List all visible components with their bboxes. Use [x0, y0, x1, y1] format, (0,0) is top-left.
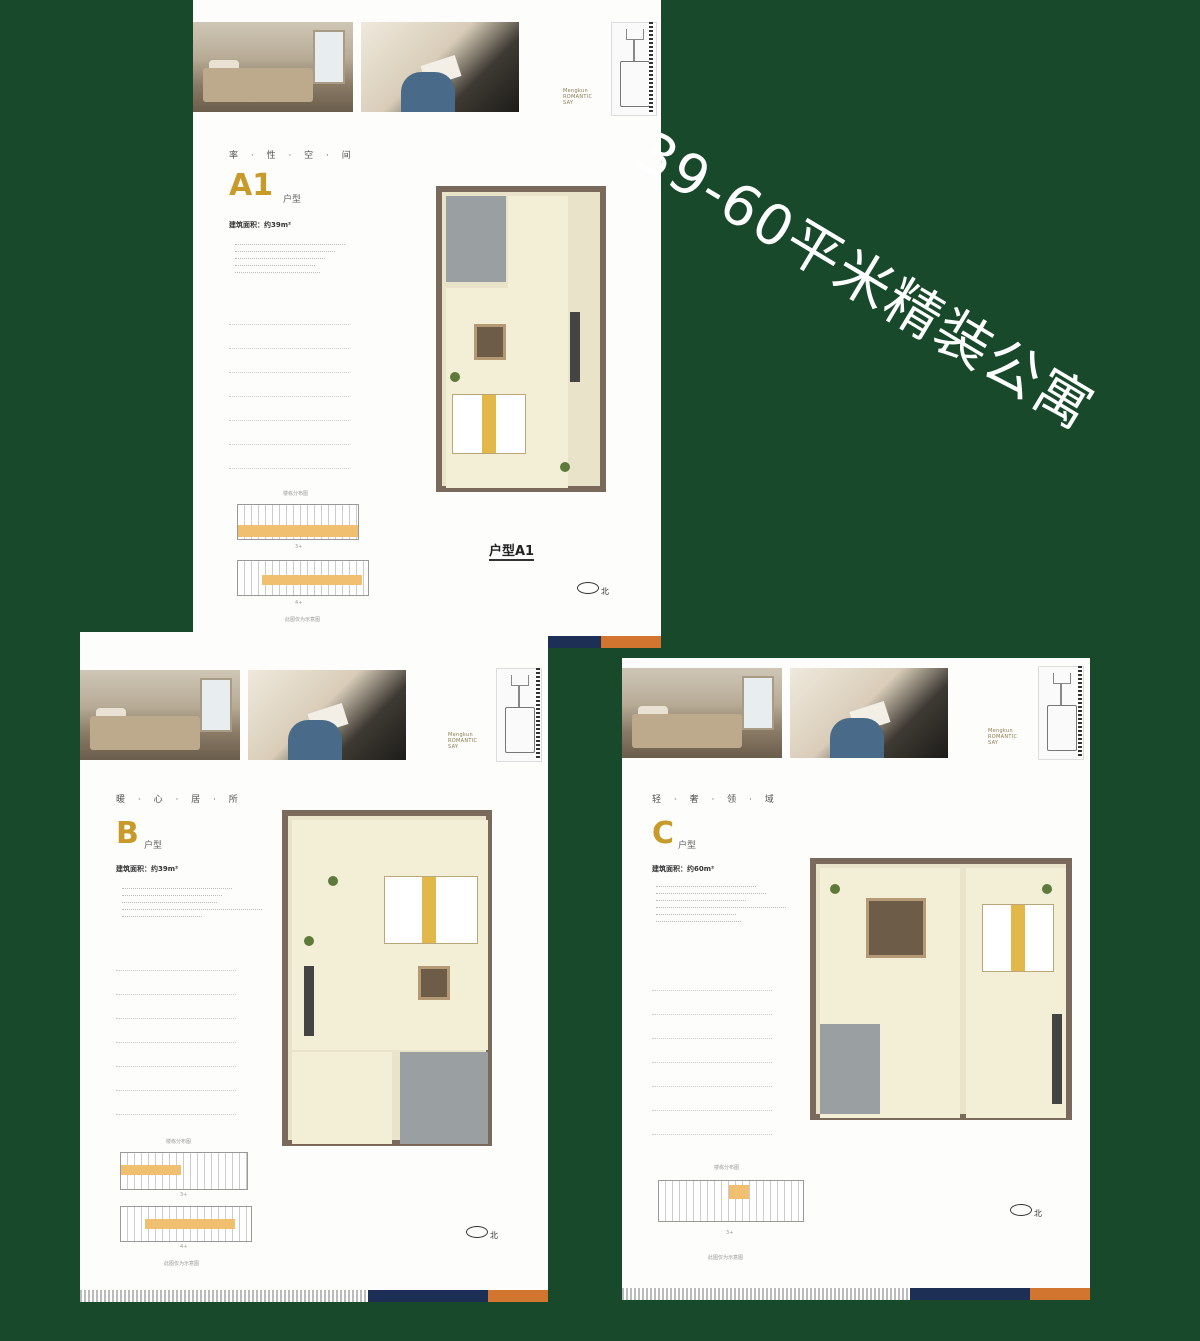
info-field [652, 1098, 772, 1111]
footnote: 此图仅为示意图 [285, 617, 321, 623]
footer-bar [622, 1288, 1090, 1300]
floor-map [120, 1152, 248, 1190]
floor-label: 3+ [180, 1192, 188, 1198]
decorative-strip [536, 668, 540, 760]
info-field [116, 1054, 236, 1067]
info-field [229, 408, 349, 421]
info-field [229, 384, 349, 397]
area-label: 建筑面积：约39m² [116, 865, 179, 873]
lamp-cabinet-illustration [496, 668, 542, 762]
footnote: 此图仅为示意图 [164, 1261, 200, 1267]
info-field [116, 982, 236, 995]
footnote: 此图仅为示意图 [708, 1255, 744, 1261]
plan-subtitle: 轻 · 奢 · 领 · 域 [652, 795, 779, 805]
info-field [229, 432, 349, 445]
info-field [116, 1102, 236, 1115]
reading-photo [361, 22, 519, 112]
floor-map-title: 楼栋分布图 [166, 1139, 192, 1145]
plan-caption: 户型A1 [489, 540, 535, 561]
plan-suffix: 户型 [144, 841, 163, 851]
area-label: 建筑面积：约60m² [652, 865, 715, 873]
bedroom-photo [193, 22, 353, 112]
decorative-strip [649, 22, 653, 114]
reading-photo [248, 670, 406, 760]
plan-subtitle: 暖 · 心 · 居 · 所 [116, 795, 243, 805]
plan-name: C [652, 816, 675, 851]
floor-plan-a1 [436, 186, 606, 492]
info-field [116, 1078, 236, 1091]
north-compass-icon: 北 [466, 1226, 498, 1241]
floor-map [237, 560, 369, 596]
floor-map-title: 楼栋分布图 [283, 491, 309, 497]
north-compass-icon: 北 [577, 582, 609, 597]
floor-label: 4+ [295, 600, 303, 606]
floor-plan-b [282, 810, 492, 1146]
bedroom-photo [622, 668, 782, 758]
floor-map [658, 1180, 804, 1222]
area-label: 建筑面积：约39m² [229, 221, 292, 229]
bedroom-photo [80, 670, 240, 760]
decorative-strip [1078, 666, 1082, 758]
floor-map [120, 1206, 252, 1242]
headline-overlay: 39-60平米精装公寓 [624, 119, 1105, 444]
footer-bar [80, 1290, 548, 1302]
info-field [229, 312, 349, 325]
info-field [229, 456, 349, 469]
info-field [116, 1030, 236, 1043]
reading-photo [790, 668, 948, 758]
info-field [116, 1006, 236, 1019]
lamp-cabinet-illustration [1038, 666, 1084, 760]
info-field [652, 1026, 772, 1039]
feature-list [656, 880, 806, 924]
floor-map [237, 504, 359, 540]
feature-list [235, 238, 365, 275]
feature-list [122, 882, 272, 919]
info-field [652, 978, 772, 991]
floor-label: 3+ [295, 544, 303, 550]
plan-suffix: 户型 [283, 195, 302, 205]
floor-plan-c [810, 858, 1072, 1120]
info-field [116, 958, 236, 971]
plan-suffix: 户型 [678, 841, 697, 851]
info-field [652, 1122, 772, 1135]
floor-label: 3+ [726, 1230, 734, 1236]
info-field [652, 1002, 772, 1015]
info-field [229, 336, 349, 349]
info-field [652, 1074, 772, 1087]
info-field [652, 1050, 772, 1063]
plan-subtitle: 率 · 性 · 空 · 间 [229, 151, 356, 161]
floor-map-title: 楼栋分布图 [714, 1165, 740, 1171]
plan-name: A1 [229, 168, 274, 203]
floor-label: 4+ [180, 1244, 188, 1250]
north-compass-icon: 北 [1010, 1204, 1042, 1219]
plan-name: B [116, 816, 139, 851]
info-field [229, 360, 349, 373]
